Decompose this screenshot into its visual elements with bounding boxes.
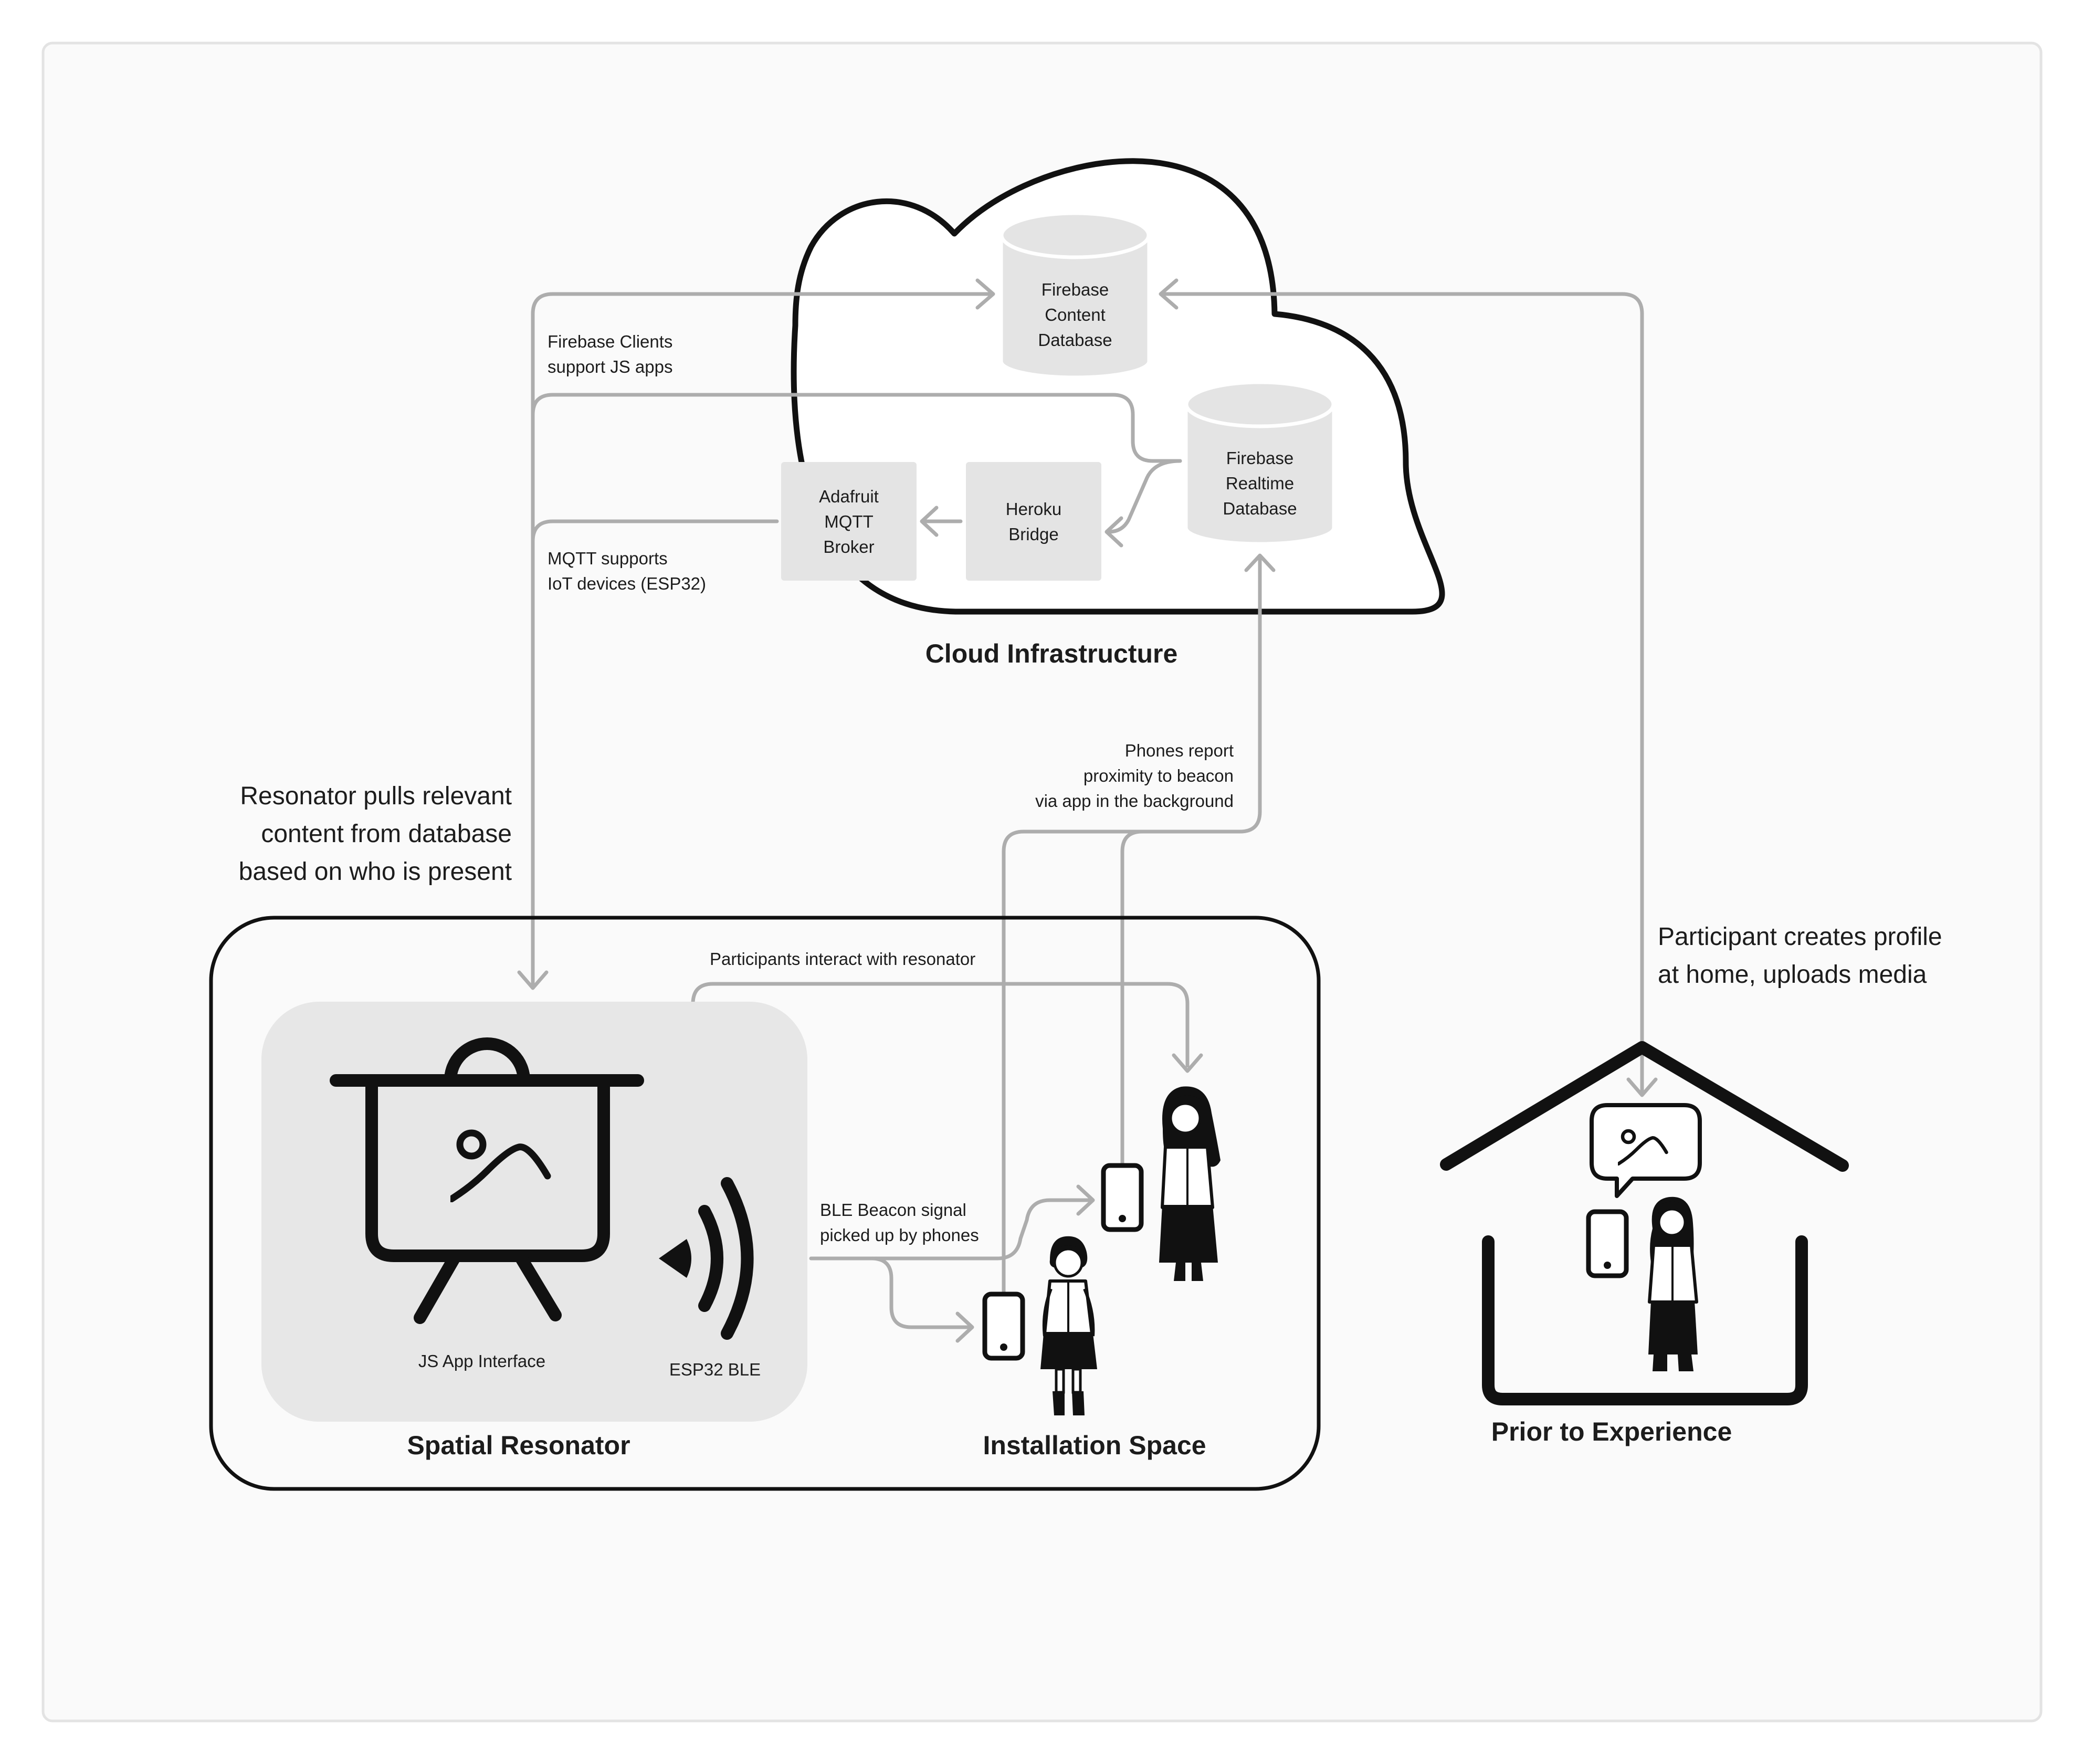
connector-ble-to-phone-1	[869, 1256, 973, 1329]
heroku-line-2: Bridge	[1008, 524, 1058, 544]
resonator-pulls-line-2: content from database	[261, 820, 512, 848]
person-icon	[1648, 1196, 1698, 1371]
spatial-resonator-title: Spatial Resonator	[407, 1431, 630, 1460]
connector-mqtt	[531, 519, 779, 543]
phone-icon	[982, 1292, 1025, 1361]
spatial-resonator-container: Spatial Resonator Installation Space JS …	[209, 916, 1321, 1491]
person-icon	[1159, 1086, 1221, 1281]
connector-realtime-to-heroku	[1107, 459, 1182, 534]
js-app-interface-label: JS App Interface	[418, 1351, 545, 1371]
adafruit-mqtt-broker: Adafruit MQTT Broker	[781, 462, 917, 581]
mqtt-supports-line-2: IoT devices (ESP32)	[548, 574, 706, 593]
ble-signal-icon	[659, 1177, 754, 1340]
arrow-into-heroku	[1104, 516, 1123, 548]
person-icon	[1040, 1236, 1097, 1415]
phones-report-line-2: proximity to beacon	[1083, 766, 1234, 785]
participants-interact-label: Participants interact with resonator	[710, 949, 975, 969]
connector-firebase-clients	[531, 292, 994, 989]
annotations: Firebase Clients support JS apps MQTT su…	[239, 332, 1942, 1245]
house-icon	[1440, 1041, 1849, 1405]
heroku-line-1: Heroku	[1006, 499, 1061, 519]
resonator-pulls-line-3: based on who is present	[239, 858, 512, 886]
adafruit-line-1: Adafruit	[819, 487, 879, 506]
speech-bubble-icon	[1590, 1103, 1702, 1198]
phone-icon	[1101, 1163, 1144, 1232]
resonator-panel	[261, 1002, 807, 1422]
phones-report-line-1: Phones report	[1125, 741, 1234, 760]
arrow-into-resonator	[517, 970, 549, 990]
participant-creates-line-2: at home, uploads media	[1658, 961, 1927, 989]
resonator-pulls-line-1: Resonator pulls relevant	[240, 782, 512, 810]
phone-icon	[1586, 1209, 1629, 1278]
adafruit-line-2: MQTT	[824, 512, 873, 531]
heroku-bridge: Heroku Bridge	[966, 462, 1101, 581]
realtime-db-line-1: Firebase	[1226, 448, 1293, 468]
resonator-installation-frame	[209, 916, 1321, 1491]
cloud-infrastructure: Cloud Infrastructure Firebase Content Da…	[781, 158, 1445, 668]
prior-to-experience-title: Prior to Experience	[1491, 1417, 1732, 1446]
mqtt-supports-line-1: MQTT supports	[548, 549, 668, 568]
arrow-into-realtime-db	[1244, 553, 1276, 572]
arrow-into-house	[1626, 1077, 1658, 1097]
content-db-line-1: Firebase	[1042, 280, 1109, 299]
arrow-into-phone-2	[1076, 1184, 1095, 1216]
arrow-into-content-db-right	[1159, 278, 1179, 310]
projector-screen-icon	[330, 1037, 644, 1324]
firebase-clients-line-1: Firebase Clients	[548, 332, 672, 351]
connector-ble-to-phone-2	[809, 1198, 1094, 1261]
connector-realtime-to-clients	[531, 393, 1182, 463]
cloud-title: Cloud Infrastructure	[925, 639, 1178, 668]
connectors	[517, 278, 1658, 1343]
connector-phones-report-b	[1120, 830, 1144, 1165]
content-db-line-2: Content	[1045, 305, 1106, 324]
phones-report-line-3: via app in the background	[1035, 791, 1234, 811]
arrow-into-woman	[1172, 1053, 1203, 1073]
adafruit-line-3: Broker	[823, 537, 874, 556]
realtime-db-line-2: Realtime	[1226, 474, 1294, 493]
ble-beacon-line-2: picked up by phones	[820, 1225, 979, 1245]
firebase-content-database: Firebase Content Database	[1000, 211, 1151, 379]
content-db-line-3: Database	[1038, 330, 1112, 350]
firebase-realtime-database: Firebase Realtime Database	[1184, 380, 1335, 545]
installation-space-title: Installation Space	[983, 1431, 1206, 1460]
participant-creates-line-1: Participant creates profile	[1658, 923, 1942, 951]
arrow-into-content-db-left	[975, 278, 995, 310]
prior-to-experience: Prior to Experience	[1440, 1041, 1849, 1446]
connector-participant-upload	[1160, 292, 1644, 1094]
ble-beacon-line-1: BLE Beacon signal	[820, 1200, 966, 1220]
arrow-into-phone-1	[955, 1311, 974, 1343]
realtime-db-line-3: Database	[1223, 499, 1297, 518]
esp32-ble-label: ESP32 BLE	[669, 1360, 761, 1379]
arrow-into-adafruit	[920, 506, 939, 537]
firebase-clients-line-2: support JS apps	[548, 357, 672, 376]
